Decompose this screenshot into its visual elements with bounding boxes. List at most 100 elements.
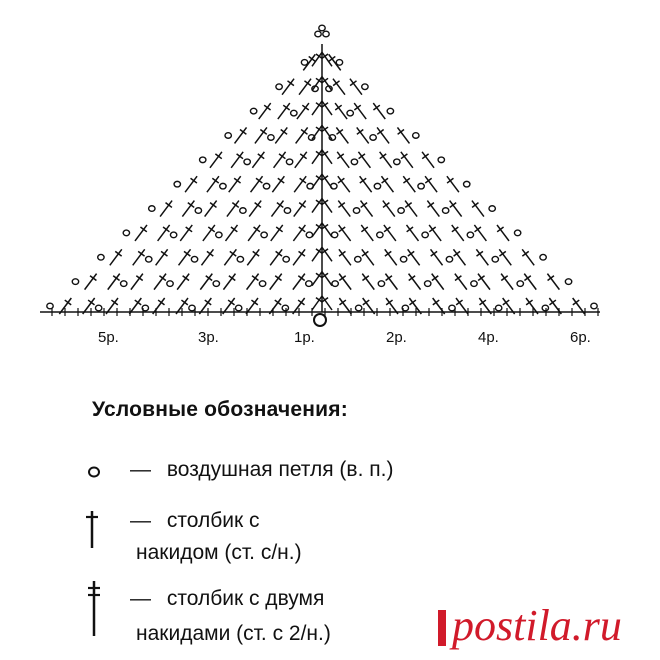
chain-stitch bbox=[236, 255, 245, 263]
double-crochet-stitch bbox=[202, 224, 216, 242]
row-label-6: 6р. bbox=[570, 329, 591, 346]
double-crochet-stitch bbox=[209, 151, 223, 169]
chain-stitch bbox=[275, 83, 283, 91]
double-crochet-stitch bbox=[302, 53, 316, 71]
row-label-1: 1р. bbox=[294, 329, 315, 346]
chain-stitch bbox=[590, 302, 598, 310]
double-crochet-stitch bbox=[181, 200, 195, 217]
double-crochet-stitch bbox=[226, 200, 240, 217]
chain-stitch bbox=[307, 133, 316, 141]
double-crochet-stitch bbox=[269, 273, 283, 291]
double-crochet-stitch bbox=[496, 224, 510, 242]
double-crochet-stitch bbox=[109, 248, 123, 266]
crochet-chart: 5р. 3р. 1р. 2р. 4р. 6р. bbox=[40, 24, 600, 346]
double-crochet-stitch bbox=[321, 246, 333, 262]
double-crochet-stitch bbox=[159, 200, 173, 217]
chain-stitch bbox=[462, 180, 471, 188]
double-crochet-stitch bbox=[498, 248, 512, 266]
double-crochet-stitch bbox=[382, 200, 396, 217]
double-crochet-stitch bbox=[292, 224, 306, 242]
double-crochet-stitch bbox=[270, 200, 285, 217]
double-crochet-stitch bbox=[295, 127, 309, 144]
chain-stitch bbox=[243, 158, 252, 166]
legend-text-chain: воздушная петля (в. п.) bbox=[166, 458, 394, 481]
double-crochet-stitch bbox=[426, 200, 440, 217]
chain-stitch bbox=[282, 255, 291, 263]
row-label-5: 5р. bbox=[98, 329, 119, 346]
chain-stitch bbox=[417, 182, 425, 190]
double-crochet-stitch bbox=[321, 125, 333, 140]
center-ring-icon bbox=[313, 313, 327, 327]
double-crochet-stitch bbox=[384, 248, 398, 266]
double-crochet-stitch bbox=[449, 200, 463, 217]
double-crochet-stitch bbox=[379, 151, 393, 169]
double-crochet-stitch bbox=[321, 51, 333, 67]
double-crochet-stitch bbox=[200, 248, 215, 266]
chain-stitch bbox=[285, 158, 294, 166]
chain-stitch bbox=[328, 133, 337, 141]
chain-stitch bbox=[539, 253, 547, 261]
double-crochet-stitch bbox=[338, 273, 352, 291]
double-crochet-stitch bbox=[332, 78, 346, 96]
double-crochet-stitch bbox=[246, 248, 260, 266]
double-crochet-stitch bbox=[224, 224, 239, 242]
double-crochet-stitch bbox=[247, 224, 261, 242]
chart-stitches bbox=[46, 24, 598, 315]
chain-stitch bbox=[392, 158, 401, 166]
double-crochet-stitch bbox=[292, 273, 306, 291]
double-crochet-stitch bbox=[402, 175, 416, 193]
double-crochet-stitch bbox=[254, 127, 268, 144]
double-crochet-stitch bbox=[311, 149, 323, 165]
chain-stitch bbox=[71, 278, 80, 286]
double-crochet-stitch bbox=[431, 273, 445, 291]
chain-stitch bbox=[437, 156, 446, 164]
chain-stitch bbox=[470, 280, 478, 288]
chain-stitch bbox=[304, 280, 313, 288]
chain-stitch bbox=[386, 107, 395, 115]
double-crochet-stitch bbox=[380, 175, 395, 193]
double-crochet-stitch bbox=[383, 224, 397, 242]
chain-stitch bbox=[166, 280, 174, 288]
legend-text-tc-1: столбик с двумя bbox=[166, 587, 325, 610]
double-crochet-stitch bbox=[251, 151, 265, 169]
double-crochet-stitch bbox=[400, 151, 414, 169]
double-crochet-stitch bbox=[321, 173, 333, 189]
double-crochet-stitch bbox=[294, 151, 308, 169]
chain-stitch bbox=[373, 182, 382, 190]
watermark-logo: postila.ru bbox=[452, 601, 622, 650]
double-crochet-stitch bbox=[204, 200, 218, 217]
chain-stitch bbox=[401, 304, 410, 312]
chain-stitch bbox=[353, 255, 362, 263]
double-crochet-stitch bbox=[222, 273, 237, 291]
double-crochet-stitch bbox=[272, 151, 287, 169]
double-crochet-stitch bbox=[471, 200, 485, 217]
double-crochet-stitch bbox=[311, 125, 323, 140]
double-crochet-stitch bbox=[372, 102, 386, 120]
double-crochet-stitch bbox=[405, 224, 420, 242]
double-crochet-stitch bbox=[473, 224, 487, 242]
chain-stitch bbox=[335, 58, 344, 66]
double-crochet-stitch bbox=[336, 151, 350, 169]
chain-stitch bbox=[318, 24, 326, 32]
double-crochet-stitch bbox=[523, 273, 537, 291]
double-crochet-stitch bbox=[177, 248, 192, 266]
chain-stitch bbox=[322, 30, 330, 38]
double-crochet-stitch bbox=[245, 273, 260, 291]
chain-stitch bbox=[234, 304, 243, 312]
double-crochet-stitch bbox=[338, 224, 352, 242]
double-crochet-stitch bbox=[334, 102, 348, 120]
legend-dash: — bbox=[130, 509, 151, 532]
double-crochet-stitch bbox=[428, 224, 442, 242]
double-crochet-stitch bbox=[337, 175, 351, 193]
double-crochet-stitch bbox=[384, 273, 399, 291]
chain-stitch bbox=[491, 255, 500, 263]
chain-stitch bbox=[352, 207, 361, 215]
row-label-2: 2р. bbox=[386, 329, 407, 346]
double-crochet-stitch bbox=[321, 295, 333, 311]
double-crochet-stitch bbox=[359, 200, 374, 217]
double-crochet-stitch bbox=[277, 102, 291, 120]
chain-stitch bbox=[281, 304, 290, 312]
chain-stitch bbox=[377, 280, 386, 288]
double-crochet-stitch bbox=[311, 76, 323, 92]
chain-stitch-icon bbox=[88, 466, 100, 478]
